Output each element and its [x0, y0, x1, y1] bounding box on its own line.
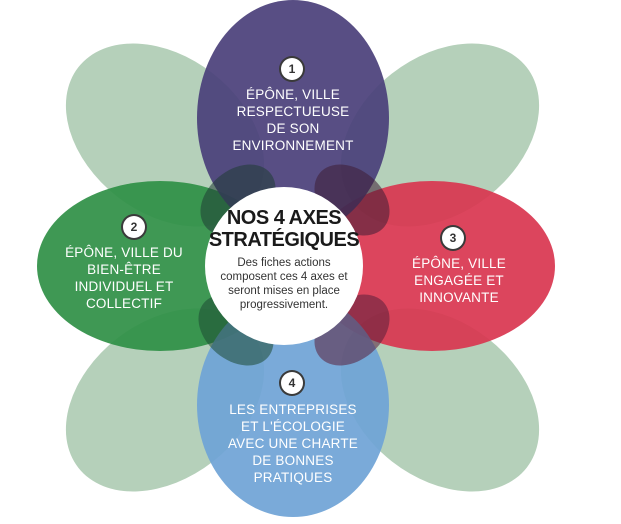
- center-circle: NOS 4 AXES STRATÉGIQUES Des fiches actio…: [205, 187, 363, 345]
- axis-1-label: ÉPÔNE, VILLE RESPECTUEUSE DE SON ENVIRON…: [232, 87, 354, 153]
- axis-3-number: 3: [442, 227, 464, 249]
- axis-2-label: ÉPÔNE, VILLE DU BIEN-ÊTRE INDIVIDUEL ET …: [65, 245, 183, 311]
- axis-2-number: 2: [123, 216, 145, 238]
- axis-3-label: ÉPÔNE, VILLE ENGAGÉE ET INNOVANTE: [412, 256, 506, 305]
- petal-top-right: [340, 43, 540, 227]
- center-description: Des fiches actions composent ces 4 axes …: [220, 257, 348, 311]
- petal-bottom-right: [340, 308, 540, 492]
- axis-4-number: 4: [281, 372, 303, 394]
- center-title: NOS 4 AXES STRATÉGIQUES: [208, 207, 360, 251]
- axis-1-number: 1: [281, 58, 303, 80]
- axis-4-label: LES ENTREPRISES ET L'ÉCOLOGIE AVEC UNE C…: [227, 402, 359, 485]
